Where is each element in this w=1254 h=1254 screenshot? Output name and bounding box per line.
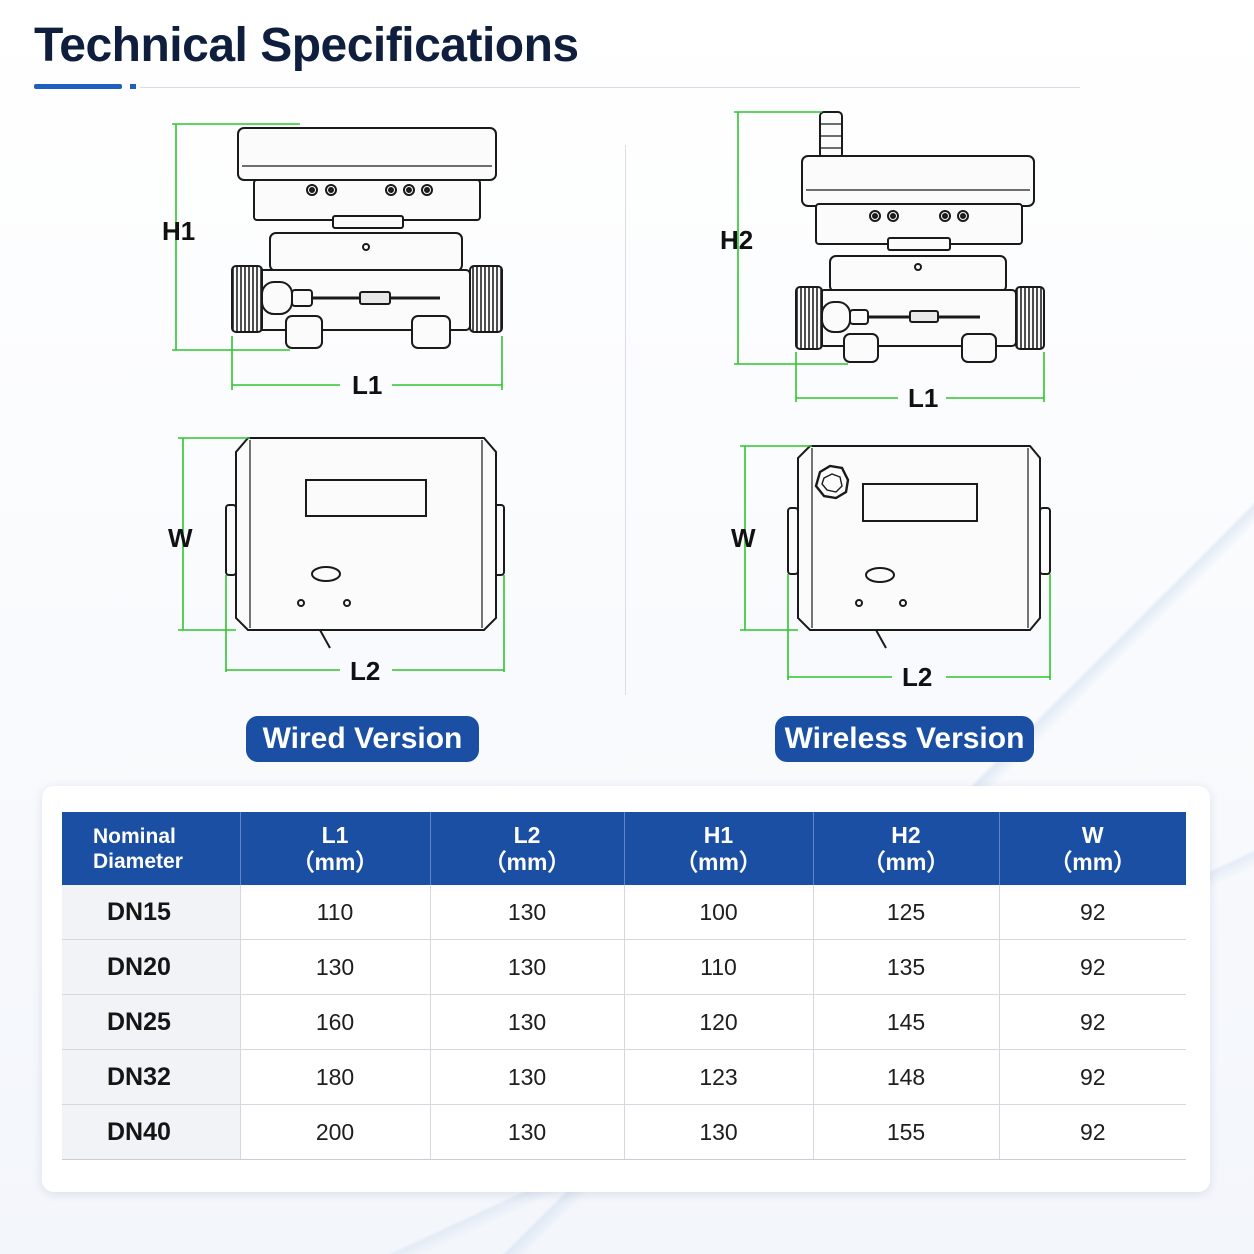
cell-h1: 123 (624, 1049, 814, 1105)
cell-l1: 180 (240, 1049, 431, 1105)
table-row: DN32 180 130 123 148 92 (62, 1049, 1186, 1105)
wired-front-view (231, 127, 503, 349)
wireless-l2-label: L2 (902, 662, 932, 692)
cell-w: 92 (999, 939, 1186, 995)
cell-h1: 100 (624, 885, 814, 940)
header-h2: H2（mm） (813, 812, 1000, 885)
row-dn: DN32 (62, 1049, 241, 1105)
title-accent-dot (130, 84, 136, 89)
table-row: DN20 130 130 110 135 92 (62, 939, 1186, 995)
row-dn: DN25 (62, 994, 241, 1050)
cell-w: 92 (999, 1104, 1186, 1160)
wired-l2-label: L2 (350, 656, 380, 686)
wireless-top-dimensions (740, 445, 1051, 680)
wired-top-dimensions (178, 437, 505, 672)
row-dn: DN15 (62, 885, 241, 940)
cell-l1: 130 (240, 939, 431, 995)
title-underline (34, 84, 122, 89)
wired-h-label: H1 (162, 216, 195, 246)
cell-w: 92 (999, 1049, 1186, 1105)
wireless-top-view (787, 445, 1051, 649)
header-l2: L2（mm） (430, 812, 625, 885)
table-row: DN40 200 130 130 155 92 (62, 1104, 1186, 1160)
center-divider (625, 145, 626, 695)
header-nominal-diameter: Nominal Diameter (62, 812, 241, 885)
row-dn: DN20 (62, 939, 241, 995)
wired-version-badge: Wired Version (246, 716, 479, 762)
cell-h1: 110 (624, 939, 814, 995)
table-header-row: Nominal Diameter L1（mm） L2（mm） H1（mm） H2… (62, 812, 1186, 885)
cell-h2: 155 (813, 1104, 1000, 1160)
cell-l1: 200 (240, 1104, 431, 1160)
spec-table-card: Nominal Diameter L1（mm） L2（mm） H1（mm） H2… (42, 786, 1210, 1192)
cell-h2: 125 (813, 885, 1000, 940)
header-w: W（mm） (999, 812, 1186, 885)
wireless-h-label: H2 (720, 225, 753, 255)
title-rule (140, 87, 1080, 88)
cell-l2: 130 (430, 1104, 625, 1160)
wired-w-label: W (168, 523, 193, 553)
cell-h1: 120 (624, 994, 814, 1050)
table-row: DN15 110 130 100 125 92 (62, 885, 1186, 940)
cell-l2: 130 (430, 1049, 625, 1105)
wireless-version-badge: Wireless Version (775, 716, 1034, 762)
header-l1: L1（mm） (240, 812, 431, 885)
cell-w: 92 (999, 994, 1186, 1050)
page-title: Technical Specifications (34, 19, 579, 72)
cell-w: 92 (999, 885, 1186, 940)
wired-l1-label: L1 (352, 370, 382, 400)
cell-h2: 145 (813, 994, 1000, 1050)
wired-top-view (225, 437, 505, 649)
wired-front-dimensions (172, 123, 503, 390)
cell-l2: 130 (430, 994, 625, 1050)
cell-h2: 148 (813, 1049, 1000, 1105)
cell-h2: 135 (813, 939, 1000, 995)
wireless-w-label: W (731, 523, 756, 553)
meter-drawings: H1 L1 W L2 (162, 111, 1051, 692)
cell-l2: 130 (430, 885, 625, 940)
wireless-front-view (795, 111, 1045, 363)
wireless-l1-label: L1 (908, 383, 938, 413)
row-dn: DN40 (62, 1104, 241, 1160)
header-h1: H1（mm） (624, 812, 814, 885)
wireless-front-dimensions (734, 111, 1045, 402)
cell-h1: 130 (624, 1104, 814, 1160)
table-row: DN25 160 130 120 145 92 (62, 994, 1186, 1050)
cell-l2: 130 (430, 939, 625, 995)
cell-l1: 110 (240, 885, 431, 940)
cell-l1: 160 (240, 994, 431, 1050)
spec-table: Nominal Diameter L1（mm） L2（mm） H1（mm） H2… (62, 812, 1186, 1160)
